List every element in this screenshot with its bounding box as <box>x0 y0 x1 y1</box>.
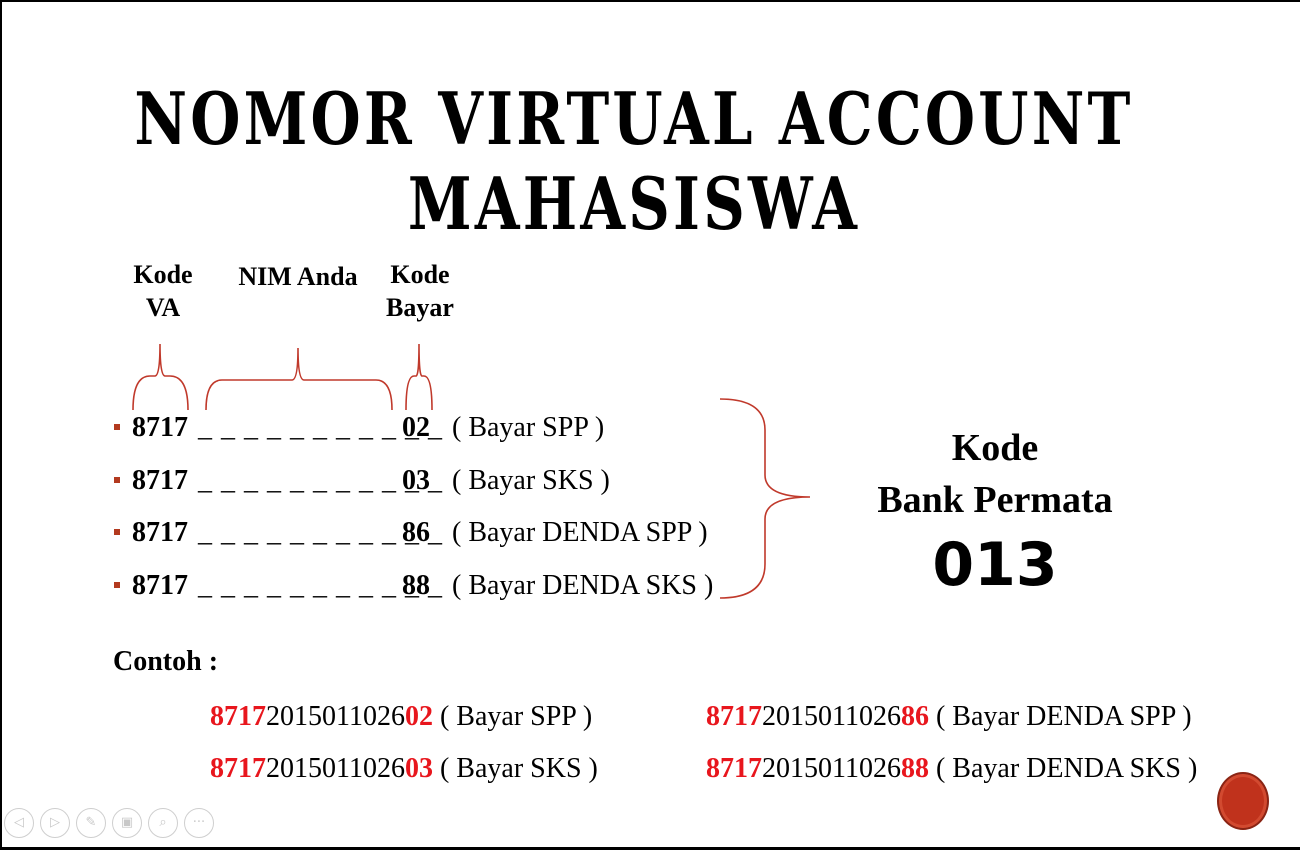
header-kode-va-line1: Kode <box>133 260 193 289</box>
slide-border-bottom <box>0 847 1300 850</box>
va-prefix: 8717 <box>132 570 188 601</box>
header-kode-va-line2: VA <box>145 293 181 322</box>
example-nim: 2015011026 <box>762 753 901 784</box>
example-description: ( Bayar DENDA SKS ) <box>928 753 1198 784</box>
pay-description: ( Bayar SPP ) <box>452 412 605 443</box>
bullet-icon <box>114 477 120 483</box>
header-kode-bayar-line1: Kode <box>390 260 450 289</box>
pay-description: ( Bayar DENDA SPP ) <box>452 517 708 548</box>
bullet-icon <box>114 582 120 588</box>
slide-title: NOMOR VIRTUAL ACCOUNT MAHASISWA <box>134 76 1134 246</box>
brace-bank <box>719 398 811 599</box>
example-pay-code: 02 <box>404 701 433 732</box>
example-number: 8717201501102686 ( Bayar DENDA SPP ) <box>706 701 1192 733</box>
va-prefix: 8717 <box>132 412 188 443</box>
bank-name: Bank Permata <box>877 479 1113 521</box>
example-nim: 2015011026 <box>266 701 405 732</box>
example-pay-code: 03 <box>404 753 433 784</box>
example-number: 8717201501102688 ( Bayar DENDA SKS ) <box>706 753 1197 785</box>
pay-code: 86 <box>402 517 430 548</box>
header-kode-va: Kode VA <box>118 258 208 324</box>
example-description: ( Bayar SKS ) <box>432 753 598 784</box>
example-description: ( Bayar SPP ) <box>432 701 593 732</box>
example-description: ( Bayar DENDA SPP ) <box>928 701 1192 732</box>
pay-code: 03 <box>402 465 430 496</box>
va-prefix: 8717 <box>132 517 188 548</box>
example-va-prefix: 8717 <box>706 753 762 784</box>
example-va-prefix: 8717 <box>706 701 762 732</box>
pay-description: ( Bayar SKS ) <box>452 465 610 496</box>
nim-placeholder: _ _ _ _ _ _ _ _ _ _ _ <box>198 412 443 443</box>
brace-kode-bayar <box>405 343 433 411</box>
example-va-prefix: 8717 <box>210 701 266 732</box>
nim-placeholder: _ _ _ _ _ _ _ _ _ _ _ <box>198 517 443 548</box>
slide-border-left <box>0 0 2 850</box>
header-kode-bayar-line2: Bayar <box>386 293 454 322</box>
pay-code: 88 <box>402 570 430 601</box>
example-label: Contoh : <box>113 646 219 677</box>
slides-icon[interactable]: ▣ <box>112 808 142 838</box>
next-icon[interactable]: ▷ <box>40 808 70 838</box>
brace-kode-va <box>132 343 189 411</box>
bullet-icon <box>114 424 120 430</box>
bank-label-kode: Kode <box>951 427 1039 469</box>
example-number: 8717201501102603 ( Bayar SKS ) <box>210 753 598 785</box>
va-prefix: 8717 <box>132 465 188 496</box>
nim-placeholder: _ _ _ _ _ _ _ _ _ _ _ <box>198 465 443 496</box>
slide-border-top <box>0 0 1300 2</box>
example-pay-code: 88 <box>900 753 929 784</box>
header-nim: NIM Anda <box>238 262 358 291</box>
bank-code: 013 <box>932 530 1058 600</box>
example-pay-code: 86 <box>900 701 929 732</box>
pay-code: 02 <box>402 412 430 443</box>
example-nim: 2015011026 <box>266 753 405 784</box>
header-kode-bayar: Kode Bayar <box>370 258 470 324</box>
example-nim: 2015011026 <box>762 701 901 732</box>
more-icon[interactable]: ··· <box>184 808 214 838</box>
nim-placeholder: _ _ _ _ _ _ _ _ _ _ _ <box>198 570 443 601</box>
example-number: 8717201501102602 ( Bayar SPP ) <box>210 701 592 733</box>
previous-icon[interactable]: ◁ <box>4 808 34 838</box>
zoom-icon[interactable]: ⌕ <box>148 808 178 838</box>
institution-logo <box>1217 772 1269 830</box>
pay-description: ( Bayar DENDA SKS ) <box>452 570 714 601</box>
example-va-prefix: 8717 <box>210 753 266 784</box>
bullet-icon <box>114 529 120 535</box>
brace-nim <box>205 347 393 411</box>
pen-icon[interactable]: ✎ <box>76 808 106 838</box>
